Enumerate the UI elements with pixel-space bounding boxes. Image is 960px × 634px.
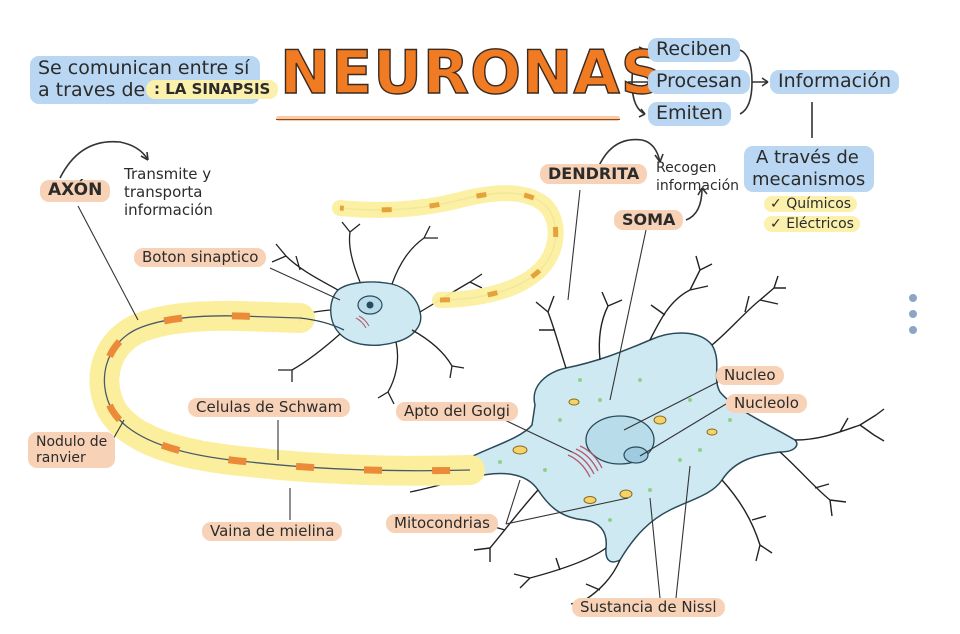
schwann-cells-label: Celulas de Schwam (188, 398, 351, 418)
information-label: Información (770, 70, 899, 94)
main-axon (89, 300, 485, 486)
title-underline (276, 116, 620, 121)
small-neuron-golgi (355, 315, 370, 329)
mechanism-chemical: ✓ Químicos (764, 196, 858, 213)
dendrite-desc-2: información (656, 178, 740, 194)
mechanism-chemical-text: Químicos (786, 196, 852, 212)
dendrite-desc-1: Recogen (656, 160, 717, 176)
axon-desc-3: información (124, 201, 213, 219)
ranvier-node-line-1: Nodulo de (36, 434, 108, 450)
synapse-label: : LA SINAPSIS (146, 80, 279, 100)
synaptic-button-label: Boton sinaptico (134, 248, 267, 268)
golgi-label: Apto del Golgi (396, 402, 518, 422)
more-options-dot (909, 326, 917, 334)
soma-label: SOMA (614, 210, 684, 231)
mechanisms-highlight (744, 146, 874, 192)
small-neuron-body (330, 281, 422, 346)
title-underline-stroke (276, 119, 620, 120)
page-title: NEURONAS (279, 37, 665, 108)
small-neuron-nucleolus (366, 301, 374, 309)
title-bracket-arrows (59, 46, 813, 221)
more-options-dot (909, 294, 917, 302)
mechanism-electrical-text: Eléctricos (786, 216, 854, 232)
nissl-dots (498, 378, 732, 522)
nissl-label: Sustancia de Nissl (572, 598, 725, 618)
nucleolus-shape (623, 446, 649, 464)
upper-axon (302, 185, 564, 308)
ranvier-node-line-2: ranvier (36, 450, 86, 467)
axon-desc-1: Transmite y (124, 165, 212, 183)
axon-desc-2: transporta (124, 183, 203, 201)
function-procesan: Procesan (648, 70, 750, 94)
leader-lines (77, 189, 727, 599)
intro-line-1: Se comunican entre sí (38, 57, 250, 79)
intro-line-2: a traves de (38, 79, 146, 101)
axon-label: AXÓN (40, 180, 111, 202)
dendrite-label: DENDRITA (540, 164, 648, 185)
nucleolus-label: Nucleolo (726, 394, 807, 414)
mechanism-electrical: ✓ Eléctricos (764, 216, 860, 233)
myelin-sheath-label: Vaina de mielina (202, 522, 343, 542)
nucleus-label: Nucleo (716, 366, 784, 386)
mechanisms-line-1: A través de (756, 147, 859, 168)
mechanisms-line-2: mecanismos (752, 169, 866, 190)
function-reciben: Reciben (648, 38, 740, 62)
golgi-shape (567, 445, 603, 478)
function-emiten: Emiten (648, 102, 731, 126)
more-options-icon[interactable] (906, 294, 920, 342)
ranvier-node-label: Nodulo de ranvier (28, 432, 116, 469)
mitochondria-label: Mitocondrias (386, 514, 498, 534)
more-options-dot (909, 310, 917, 318)
